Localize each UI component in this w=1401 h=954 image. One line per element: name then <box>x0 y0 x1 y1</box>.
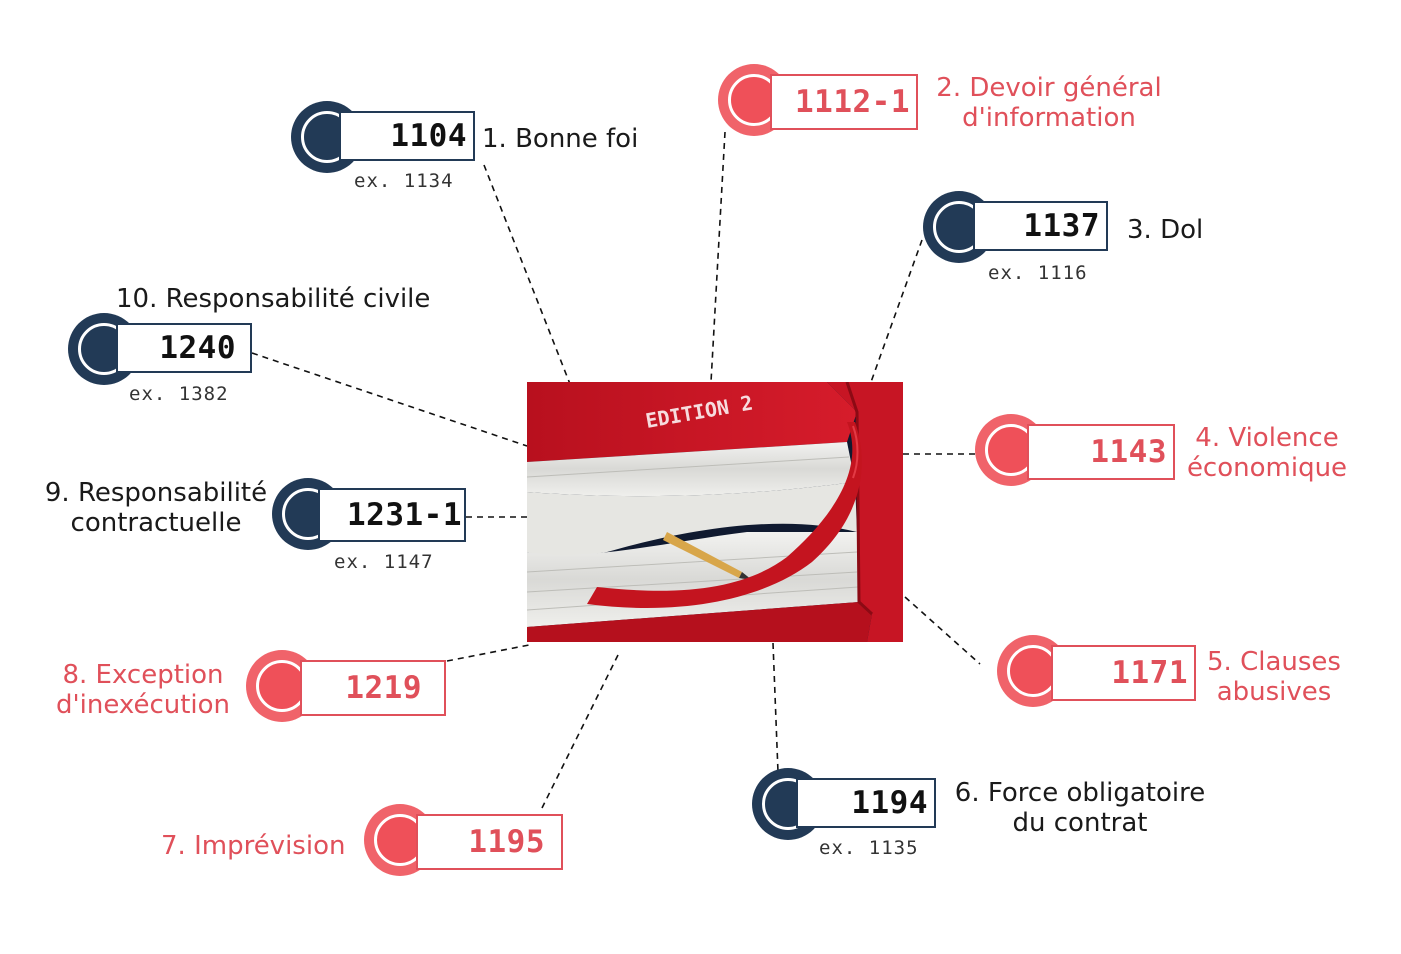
article-badge-1194: 1194 <box>752 768 936 840</box>
article-badge-1240: 1240 <box>68 313 252 385</box>
article-label: 10. Responsabilité civile <box>116 284 431 314</box>
article-badge-1112-1: 1112-1 <box>718 64 918 136</box>
article-badge-1231-1: 1231-1 <box>272 478 466 550</box>
article-badge-1104: 1104 <box>291 101 475 173</box>
connector-1240 <box>251 352 528 447</box>
article-number: 1112-1 <box>770 74 918 130</box>
article-number: 1195 <box>416 814 563 870</box>
article-number: 1143 <box>1027 424 1175 480</box>
connector-1219 <box>446 644 530 662</box>
article-number: 1171 <box>1051 645 1196 701</box>
article-badge-1195: 1195 <box>364 804 563 876</box>
article-number: 1194 <box>796 778 936 828</box>
former-article: ex. 1116 <box>988 262 1088 284</box>
code-civil-book-image: EDITION 2 <box>527 382 903 642</box>
article-number: 1104 <box>339 111 475 161</box>
article-number: 1231-1 <box>318 488 466 542</box>
connector-1112-1 <box>710 131 726 383</box>
article-label: 8. Exception d'inexécution <box>55 660 231 720</box>
article-badge-1171: 1171 <box>997 635 1196 707</box>
article-number: 1137 <box>973 201 1108 251</box>
article-label: 4. Violence économique <box>1186 423 1348 483</box>
article-number: 1240 <box>116 323 252 373</box>
article-label: 5. Clauses abusives <box>1207 647 1341 707</box>
article-badge-1143: 1143 <box>975 414 1175 486</box>
article-label: 3. Dol <box>1127 215 1204 245</box>
former-article: ex. 1382 <box>129 383 229 405</box>
connector-1194 <box>772 642 779 773</box>
former-article: ex. 1135 <box>819 837 919 859</box>
article-badge-1137: 1137 <box>923 191 1108 263</box>
former-article: ex. 1147 <box>334 551 434 573</box>
article-label: 7. Imprévision <box>161 831 346 861</box>
connector-1171 <box>904 596 981 665</box>
article-badge-1219: 1219 <box>246 650 446 722</box>
article-label: 6. Force obligatoire du contrat <box>954 778 1206 838</box>
red-circle-icon <box>975 414 1047 486</box>
connector-1195 <box>541 654 619 809</box>
article-label: 1. Bonne foi <box>482 124 639 154</box>
connector-1104 <box>483 164 571 385</box>
connector-1137 <box>870 239 923 383</box>
article-label: 2. Devoir général d'information <box>936 73 1162 133</box>
red-bound-code-book-icon: EDITION 2 <box>527 382 903 642</box>
article-label: 9. Responsabilité contractuelle <box>44 478 268 538</box>
article-number: 1219 <box>300 660 446 716</box>
former-article: ex. 1134 <box>354 170 454 192</box>
